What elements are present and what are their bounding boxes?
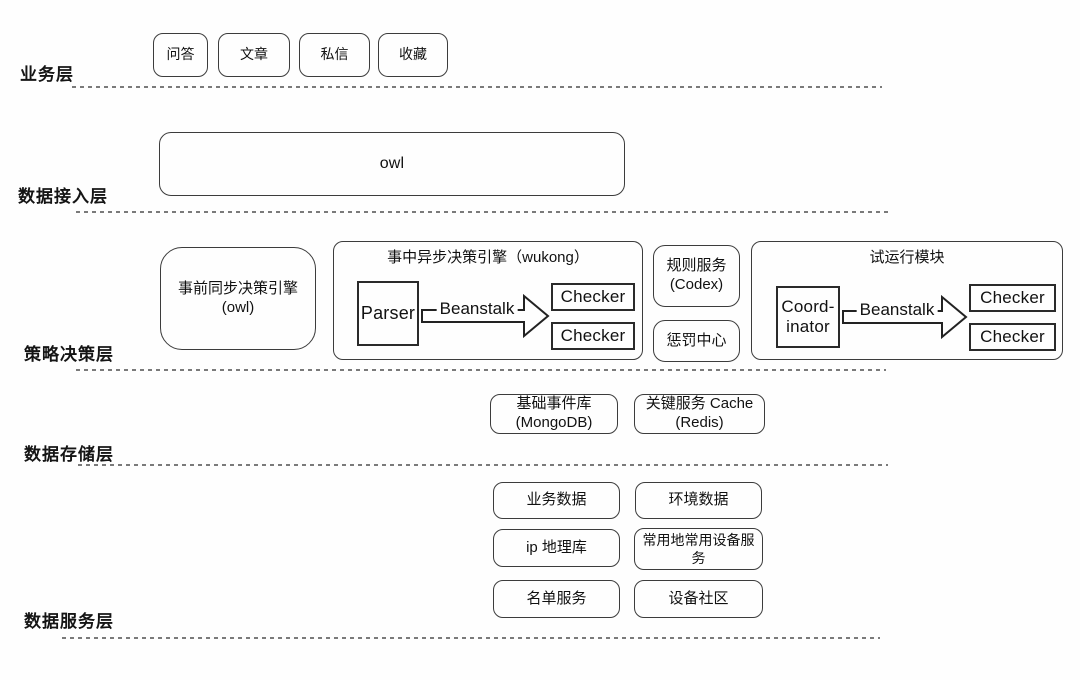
trial-module-title: 试运行模块 [869,249,945,266]
business-box-article: 文章 [218,33,290,77]
trial-checker-1: Checker [969,284,1056,312]
separator-business [72,86,882,88]
service-box-env-data: 环境数据 [635,482,762,519]
service-box-device-community: 设备社区 [634,580,763,618]
separator-access [76,211,888,213]
codex-rule-service-box: 规则服务 (Codex) [653,245,740,307]
separator-strategy [76,369,886,371]
trial-checker-2: Checker [969,323,1056,351]
redis-cache-box: 关键服务 Cache (Redis) [634,394,765,434]
business-box-qa: 问答 [153,33,208,77]
separator-storage [78,464,888,466]
layer-label-storage: 数据存储层 [24,445,114,464]
mongodb-box: 基础事件库 (MongoDB) [490,394,618,434]
wukong-checker-1: Checker [551,283,635,311]
business-box-message: 私信 [299,33,370,77]
separator-service [62,637,880,639]
beanstalk-label-wukong: Beanstalk [436,299,518,319]
service-box-list-service: 名单服务 [493,580,620,618]
service-box-business-data: 业务数据 [493,482,620,519]
beanstalk-label-trial: Beanstalk [856,300,938,320]
business-box-favorite: 收藏 [378,33,448,77]
wukong-engine-title: 事中异步决策引擎（wukong） [387,249,589,266]
coordinator-box: Coord- inator [776,286,840,348]
layer-label-strategy: 策略决策层 [24,345,114,364]
wukong-checker-2: Checker [551,322,635,350]
owl-access-box: owl [159,132,625,196]
parser-box: Parser [357,281,419,346]
layer-label-business: 业务层 [20,65,74,84]
layer-label-access: 数据接入层 [18,187,108,206]
service-box-common-device: 常用地常用设备服务 [634,528,763,570]
service-box-ip-geo: ip 地理库 [493,529,620,567]
pre-sync-engine-box: 事前同步决策引擎 (owl) [160,247,316,350]
punish-center-box: 惩罚中心 [653,320,740,362]
layer-label-service: 数据服务层 [24,612,114,631]
